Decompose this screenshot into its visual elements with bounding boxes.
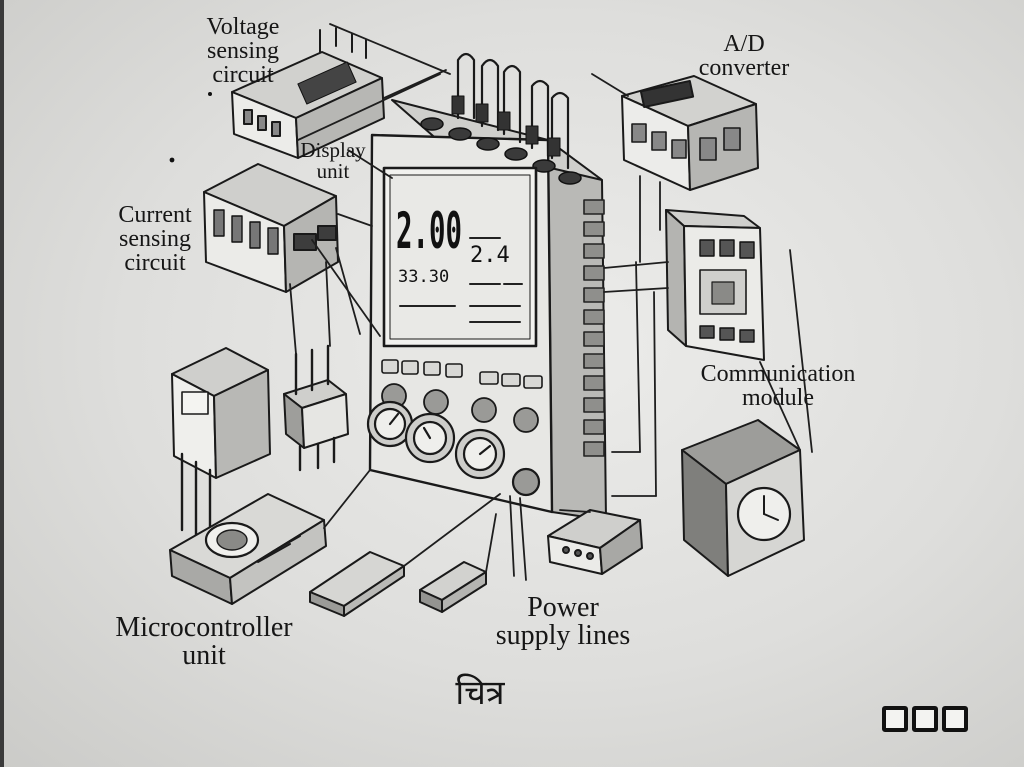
- display-sub-readout: 33.30: [398, 267, 449, 287]
- memory-cartridge-1: [309, 551, 405, 617]
- display-secondary-readout: 2.4: [470, 243, 510, 268]
- mcu-label-line-2: unit: [182, 640, 226, 671]
- ad-label-line-2: converter: [698, 55, 790, 81]
- comm-label-line-2: module: [742, 385, 814, 411]
- microcontroller-board: [169, 493, 327, 605]
- figure-caption: चित्र: [455, 673, 505, 713]
- current-label-line-2: sensing: [119, 226, 191, 252]
- end-of-section-marks: [882, 706, 968, 732]
- connector-plug: [283, 344, 349, 472]
- box-square-icon: [882, 706, 908, 732]
- current-label-line-1: Current: [118, 202, 192, 228]
- main-meter-device: [366, 52, 607, 521]
- memory-cartridge-2: [419, 561, 487, 613]
- power-label-line-1: Power: [527, 592, 599, 623]
- page-binding-edge: [0, 0, 4, 767]
- ad-converter-block: [621, 75, 759, 191]
- power-label-line-2: supply lines: [495, 620, 631, 651]
- display-label-line-2: unit: [316, 159, 350, 183]
- display-main-readout: 2.00: [396, 202, 462, 260]
- box-square-icon: [942, 706, 968, 732]
- microcontroller-unit-label: Microcontroller unit: [96, 614, 312, 670]
- timer-box: [681, 419, 805, 577]
- voltage-sensing-label: Voltage sensing circuit: [188, 15, 298, 87]
- panel-meter: [171, 347, 271, 544]
- voltage-label-line-3: circuit: [212, 62, 274, 88]
- comm-label-line-1: Communication: [700, 361, 856, 387]
- voltage-label-line-2: sensing: [207, 38, 279, 64]
- leader-lines: [289, 23, 813, 581]
- communication-module-label: Communication module: [668, 362, 888, 410]
- current-sensing-block: [203, 163, 339, 293]
- voltage-label-line-1: Voltage: [206, 14, 280, 40]
- current-label-line-3: circuit: [124, 250, 186, 276]
- display-label-line-1: Display: [300, 138, 366, 162]
- current-sensing-label: Current sensing circuit: [100, 203, 210, 275]
- serial-connector: [547, 509, 643, 575]
- mcu-label-line-1: Microcontroller: [115, 612, 293, 643]
- voltage-sensing-block: [231, 27, 385, 159]
- communication-module-block: [665, 209, 765, 361]
- display-unit-label: Display unit: [290, 140, 376, 182]
- ad-label-line-1: A/D: [723, 31, 765, 57]
- box-square-icon: [912, 706, 938, 732]
- ad-converter-label: A/D converter: [674, 32, 814, 80]
- power-supply-lines-label: Power supply lines: [468, 594, 658, 650]
